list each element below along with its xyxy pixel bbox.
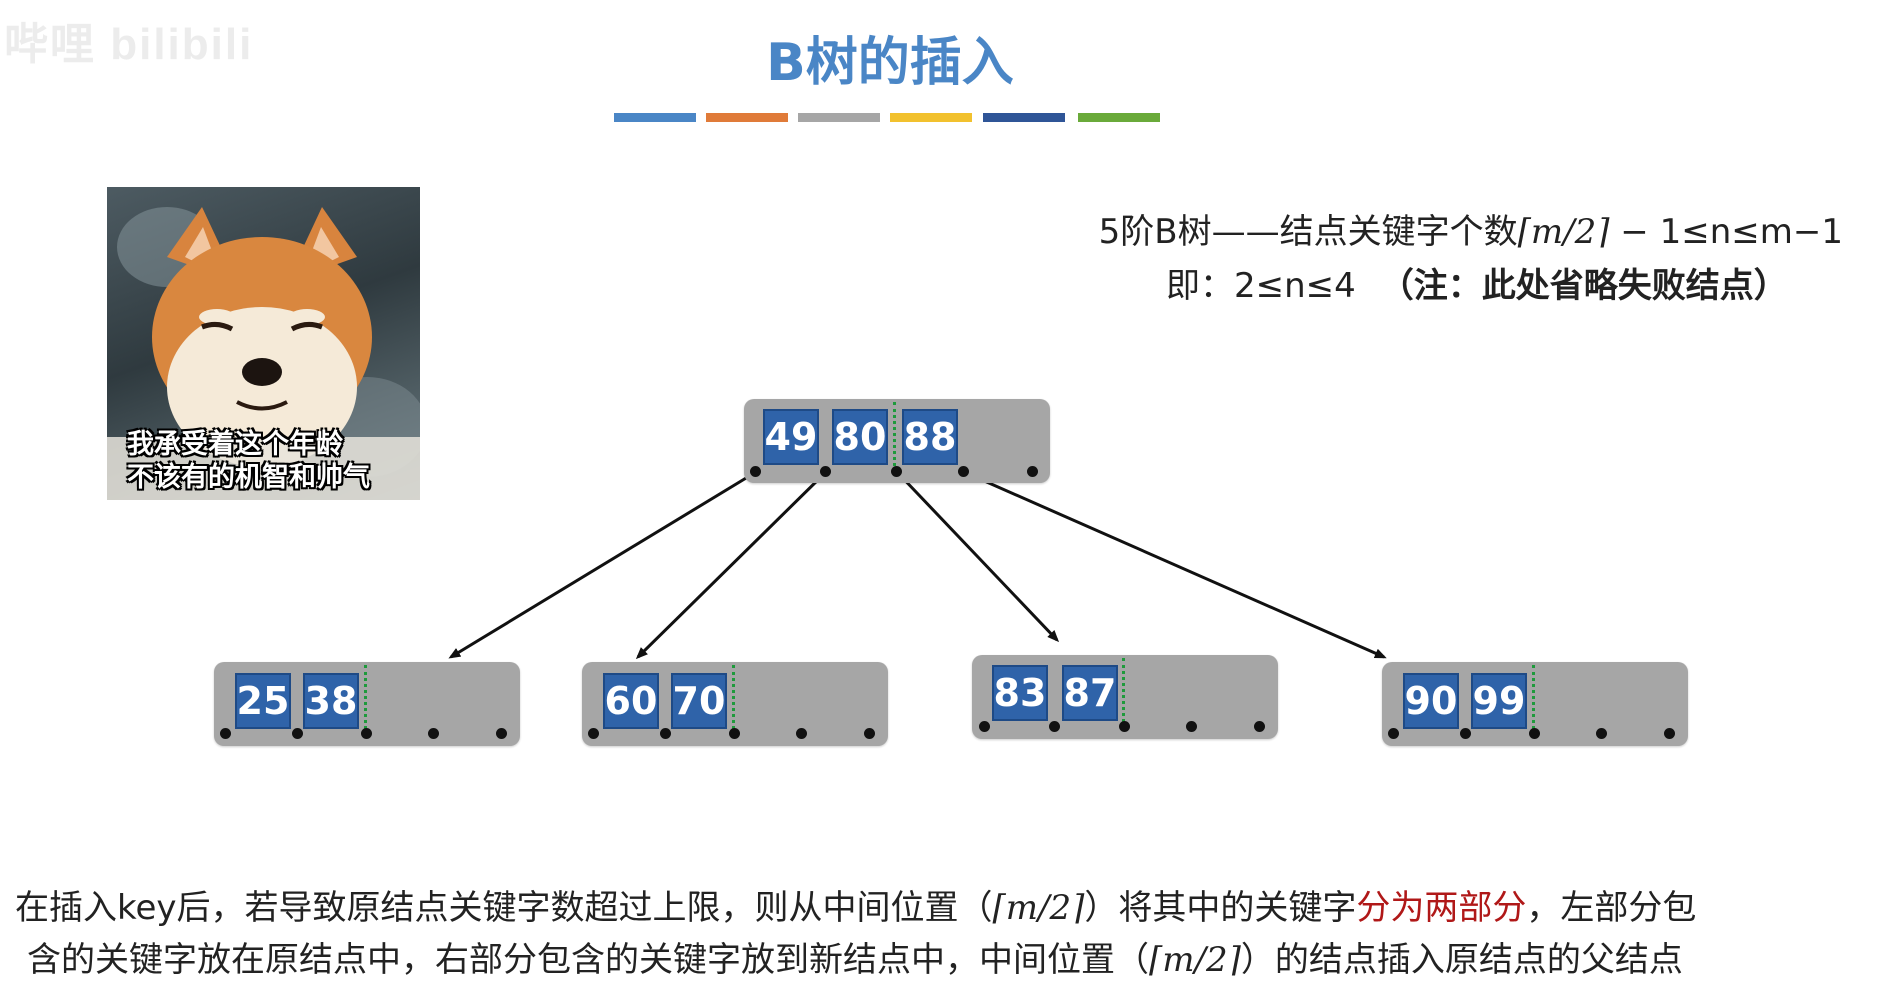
root-key-2: 80 — [832, 409, 888, 465]
child3-key-2: 87 — [1062, 665, 1118, 721]
title-bar-2 — [706, 113, 788, 122]
child1-separator — [364, 665, 367, 735]
edge-to-child-2 — [635, 470, 828, 660]
child2-pointer-1 — [588, 728, 599, 739]
child1-pointer-1 — [220, 728, 231, 739]
root-key-3: 88 — [902, 409, 958, 465]
child3-pointer-3 — [1119, 721, 1130, 732]
child2-pointer-4 — [796, 728, 807, 739]
child2-key-2: 70 — [671, 673, 727, 729]
edge-to-child-4 — [963, 470, 1387, 659]
child3-key-1: 83 — [992, 665, 1048, 721]
meme-caption: 我承受着这个年龄 不该有的机智和帅气 — [107, 428, 420, 494]
child4-key-2: 99 — [1471, 673, 1527, 729]
child4-separator — [1532, 665, 1535, 735]
desc-l1-a: 在插入key后，若导致原结点关键字数超过上限，则从中间位置（ — [15, 888, 993, 928]
desc-l2-a: 含的关键字放在原结点中，右部分包含的关键字放到新结点中，中间位置（ — [27, 940, 1149, 980]
root-key-1: 49 — [763, 409, 819, 465]
watermark-logo: 哔哩 bilibili — [4, 20, 254, 69]
rule-line2-main: 即：2≤n≤4 — [1166, 266, 1356, 306]
root-pointer-4 — [958, 466, 969, 477]
child-node-1: 25 38 — [214, 662, 520, 746]
root-pointer-5 — [1027, 466, 1038, 477]
rule-ceil-formula: ⌈m/2⌉ — [1517, 212, 1610, 252]
child-node-4: 90 99 — [1382, 662, 1688, 746]
child3-pointer-4 — [1186, 721, 1197, 732]
insertion-description: 在插入key后，若导致原结点关键字数超过上限，则从中间位置（⌈m/2⌉）将其中的… — [15, 882, 1875, 986]
child4-pointer-1 — [1388, 728, 1399, 739]
root-pointer-1 — [750, 466, 761, 477]
root-pointer-2 — [820, 466, 831, 477]
meme-caption-line-1: 我承受着这个年龄 — [127, 429, 343, 460]
shiba-dog-illustration — [107, 207, 420, 500]
child2-key-1: 60 — [603, 673, 659, 729]
child1-key-1: 25 — [235, 673, 291, 729]
shiba-dog-meme-image: 我承受着这个年龄 不该有的机智和帅气 — [107, 187, 420, 500]
edge-to-child-1 — [448, 470, 757, 659]
desc-l2-b: ）的结点插入原结点的父结点 — [1240, 940, 1683, 980]
rule-line1-prefix: 5阶B树——结点关键字个数 — [1098, 212, 1518, 252]
slide-title: B树的插入 — [766, 33, 1014, 93]
root-separator — [893, 402, 896, 472]
child2-separator — [732, 665, 735, 735]
child1-pointer-4 — [428, 728, 439, 739]
child2-pointer-2 — [660, 728, 671, 739]
root-pointer-3 — [891, 466, 902, 477]
description-line-2: 含的关键字放在原结点中，右部分包含的关键字放到新结点中，中间位置（⌈m/2⌉）的… — [15, 934, 1875, 986]
child3-pointer-1 — [979, 721, 990, 732]
child3-separator — [1122, 658, 1125, 728]
child-node-2: 60 70 — [582, 662, 888, 746]
btree-order-rule-line2: 即：2≤n≤4 （注：此处省略失败结点） — [1166, 261, 1788, 311]
root-node: 49 80 88 — [744, 399, 1050, 483]
desc-l1-c: ，左部分包 — [1526, 888, 1697, 928]
child-node-3: 83 87 — [972, 655, 1278, 739]
child4-pointer-3 — [1529, 728, 1540, 739]
btree-order-rule: 5阶B树——结点关键字个数⌈m/2⌉ − 1≤n≤m−1 — [1023, 207, 1843, 257]
title-bar-5 — [983, 113, 1065, 122]
child1-pointer-3 — [361, 728, 372, 739]
edge-to-child-3 — [895, 470, 1060, 643]
child3-pointer-2 — [1049, 721, 1060, 732]
meme-caption-line-2: 不该有的机智和帅气 — [127, 462, 370, 493]
title-bar-3 — [798, 113, 880, 122]
desc-l1-b: ）将其中的关键字 — [1084, 888, 1357, 928]
child1-pointer-5 — [496, 728, 507, 739]
child1-pointer-2 — [292, 728, 303, 739]
child4-pointer-2 — [1460, 728, 1471, 739]
title-bar-1 — [614, 113, 696, 122]
desc-l1-ceil: ⌈m/2⌉ — [992, 888, 1085, 928]
child2-pointer-5 — [864, 728, 875, 739]
child4-pointer-5 — [1664, 728, 1675, 739]
child1-key-2: 38 — [303, 673, 359, 729]
rule-line1-suffix: − 1≤n≤m−1 — [1609, 212, 1843, 252]
title-bar-6 — [1078, 113, 1160, 122]
title-bar-4 — [890, 113, 972, 122]
child2-pointer-3 — [729, 728, 740, 739]
desc-highlight-split: 分为两部分 — [1356, 888, 1527, 928]
desc-l2-ceil: ⌈m/2⌉ — [1149, 940, 1241, 980]
child4-key-1: 90 — [1403, 673, 1459, 729]
child3-pointer-5 — [1254, 721, 1265, 732]
description-line-1: 在插入key后，若导致原结点关键字数超过上限，则从中间位置（⌈m/2⌉）将其中的… — [15, 882, 1875, 934]
rule-line2-note: （注：此处省略失败结点） — [1379, 266, 1788, 306]
child4-pointer-4 — [1596, 728, 1607, 739]
